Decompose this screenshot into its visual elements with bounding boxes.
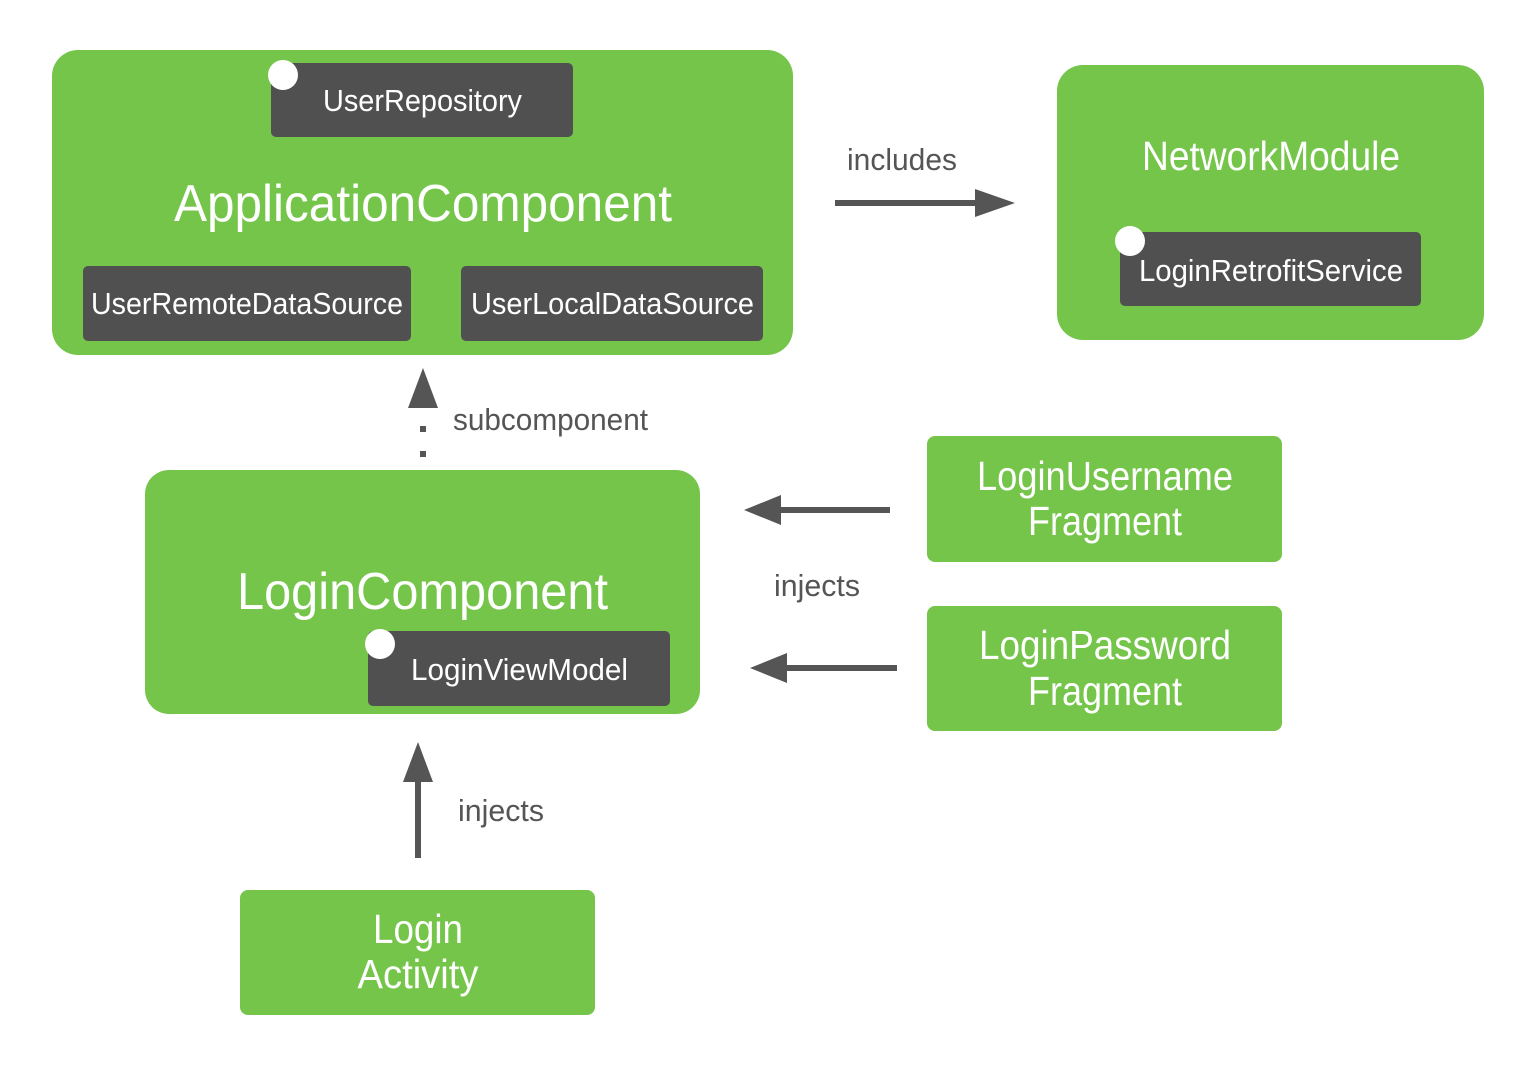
arrowhead-right-icon (975, 189, 1015, 217)
login-username-fragment-node: LoginUsername Fragment (927, 436, 1282, 562)
network-module-node: NetworkModule LoginRetrofitService (1057, 65, 1484, 340)
user-remote-data-source-label: UserRemoteDataSource (91, 286, 403, 321)
login-password-fragment-node: LoginPassword Fragment (927, 606, 1282, 731)
login-password-fragment-line1: LoginPassword (979, 622, 1231, 668)
login-username-fragment-line2: Fragment (1028, 498, 1183, 544)
user-repository-label: UserRepository (323, 83, 522, 118)
injects-fragments-label: injects (774, 568, 860, 603)
user-repository-node (271, 63, 573, 137)
injects-activity-label: injects (458, 793, 544, 828)
login-view-model-label: LoginViewModel (411, 652, 628, 687)
arrowhead-left-icon (750, 653, 787, 683)
login-retrofit-service-label: LoginRetrofitService (1139, 253, 1403, 288)
binding-dot-icon (365, 629, 395, 659)
includes-edge: includes (835, 142, 1015, 217)
user-remote-data-source-node (83, 266, 411, 341)
login-username-fragment-line1: LoginUsername (977, 453, 1233, 499)
login-component-title: LoginComponent (237, 563, 609, 621)
binding-dot-icon (1115, 226, 1145, 256)
arrowhead-up-icon (408, 368, 438, 408)
application-component-node: UserRepository ApplicationComponent User… (52, 50, 793, 355)
arrowhead-up-icon (403, 742, 433, 782)
injects-activity-edge: injects (403, 742, 544, 858)
login-activity-line2: Activity (358, 951, 479, 997)
user-local-data-source-label: UserLocalDataSource (471, 286, 754, 321)
login-password-fragment-line2: Fragment (1028, 668, 1183, 714)
subcomponent-label: subcomponent (453, 402, 648, 437)
arrowhead-left-icon (744, 495, 781, 525)
login-activity-line1: Login (373, 906, 463, 952)
login-component-node: LoginComponent LoginViewModel (145, 470, 700, 714)
network-module-title: NetworkModule (1142, 133, 1400, 179)
login-activity-node: Login Activity (240, 890, 595, 1015)
subcomponent-edge: subcomponent (408, 368, 648, 457)
binding-dot-icon (268, 60, 298, 90)
includes-label: includes (847, 142, 957, 177)
injects-fragments-edge: injects (744, 495, 897, 683)
login-view-model-node (368, 631, 670, 706)
user-local-data-source-node (461, 266, 763, 341)
login-retrofit-service-node (1120, 232, 1421, 306)
application-component-title: ApplicationComponent (174, 175, 673, 233)
